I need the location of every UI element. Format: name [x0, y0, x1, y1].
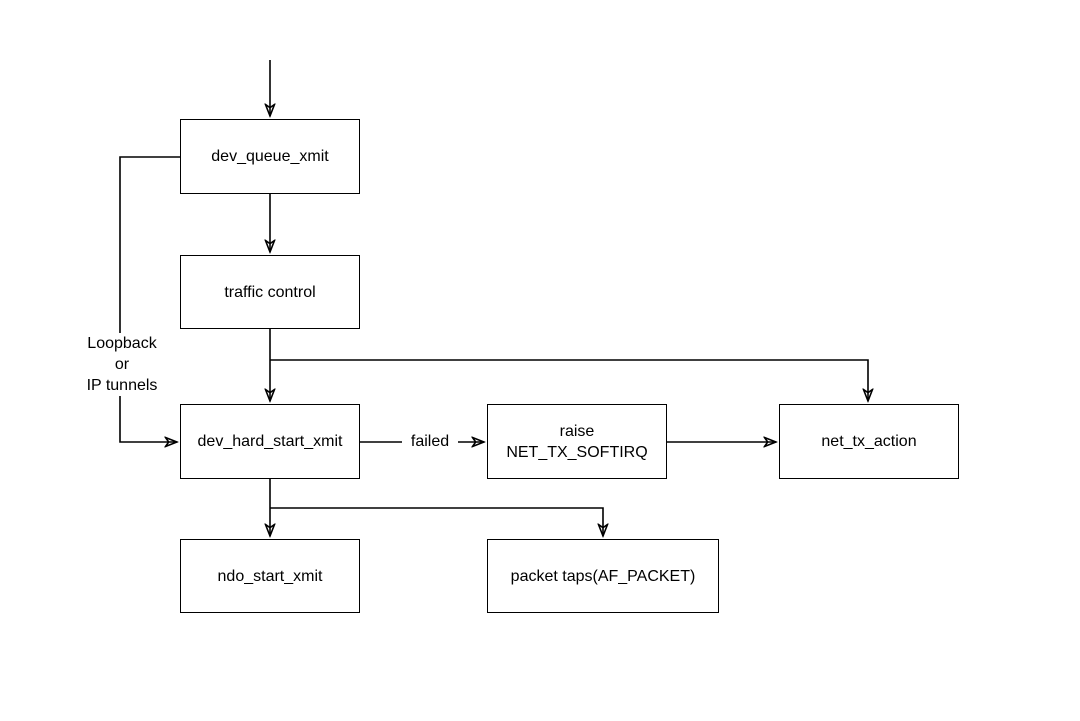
node-dev-hard-start-xmit: dev_hard_start_xmit: [180, 404, 360, 479]
edge-dev-hard-start-xmit-to-packet-taps: [270, 507, 603, 536]
node-label: traffic control: [224, 283, 316, 301]
node-net-tx-action: net_tx_action: [779, 404, 959, 479]
node-label: net_tx_action: [821, 433, 917, 450]
edge-label-loopback: Loopback or IP tunnels: [78, 333, 166, 396]
node-traffic-control: traffic control: [180, 255, 360, 329]
node-label: dev_queue_xmit: [211, 148, 329, 165]
edge-traffic-control-to-net-tx-action: [270, 359, 868, 401]
node-label: packet taps(AF_PACKET): [510, 567, 696, 585]
node-label: raise NET_TX_SOFTIRQ: [506, 422, 648, 461]
node-dev-queue-xmit: dev_queue_xmit: [180, 119, 360, 194]
node-label: dev_hard_start_xmit: [197, 433, 343, 450]
edge-loopback-dev-queue-xmit-to-dev-hard-start-xmit: [119, 156, 180, 442]
node-raise-net-tx-softirq: raise NET_TX_SOFTIRQ: [487, 404, 667, 479]
node-label: ndo_start_xmit: [217, 567, 323, 585]
node-packet-taps: packet taps(AF_PACKET): [487, 539, 719, 613]
node-ndo-start-xmit: ndo_start_xmit: [180, 539, 360, 613]
edge-label-failed: failed: [402, 431, 458, 452]
